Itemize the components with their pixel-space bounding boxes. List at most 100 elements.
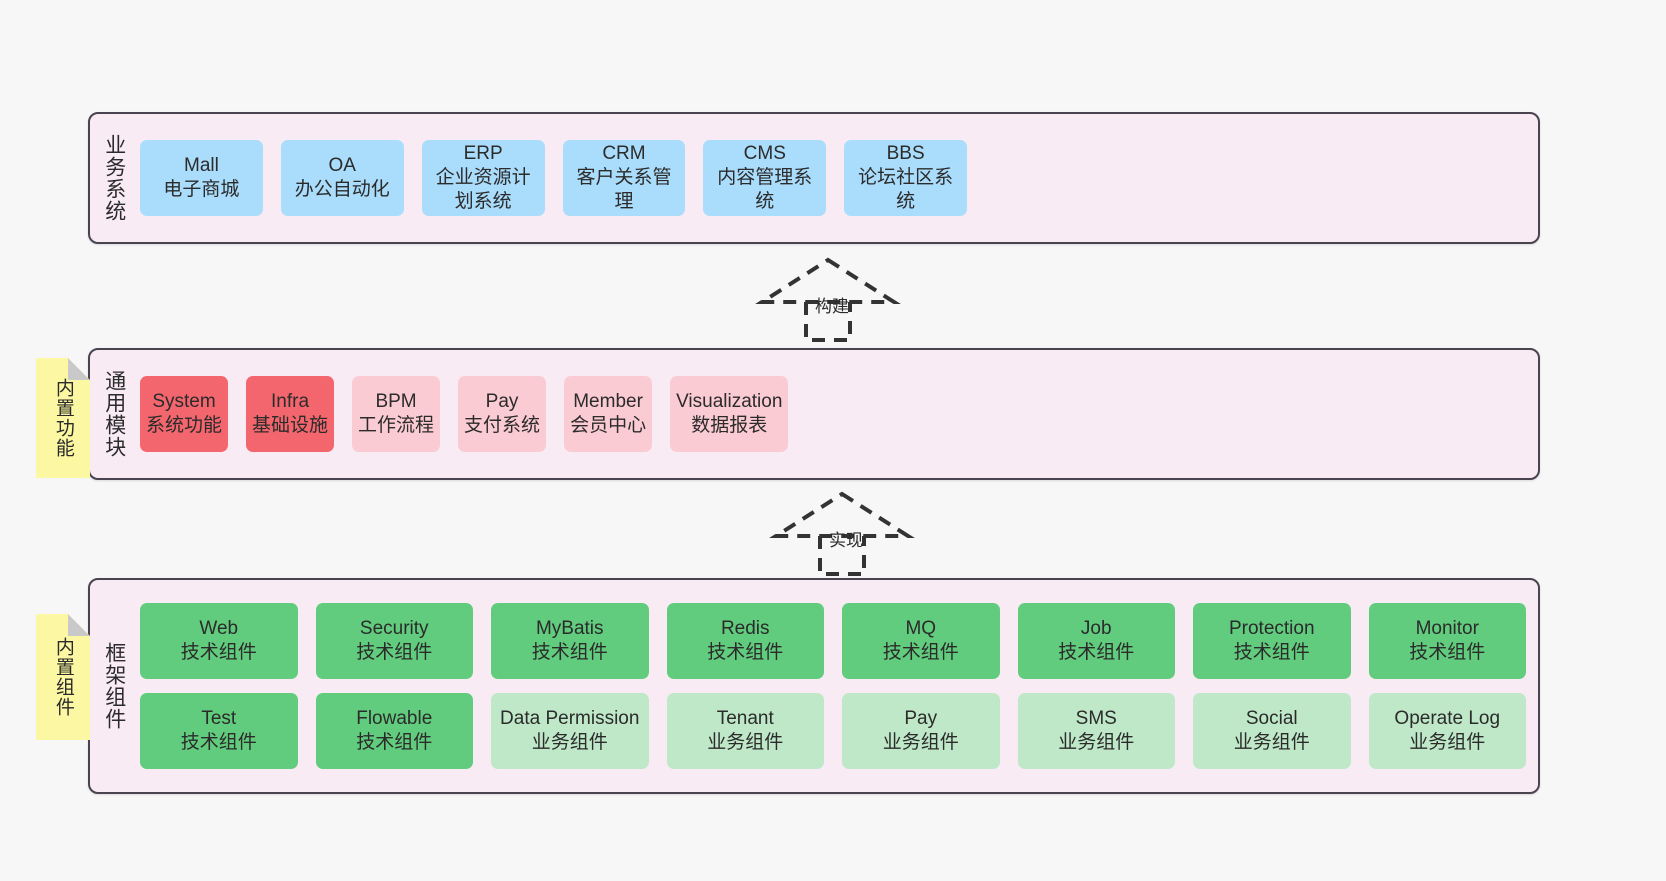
layer-framework-component-body: Web 技术组件 Security 技术组件 MyBatis 技术组件 Redi… <box>138 580 1538 792</box>
node-mq-subtitle: 技术组件 <box>882 642 959 663</box>
node-flowable-title: Flowable <box>356 707 433 729</box>
node-redis-title: Redis <box>720 617 770 639</box>
node-security[interactable]: Security 技术组件 <box>315 603 473 679</box>
node-infra[interactable]: Infra 基础设施 <box>246 376 335 452</box>
note-builtin-function-label: 内置功能 <box>52 378 74 458</box>
node-pay-component-title: Pay <box>904 707 938 729</box>
layer-common-module-title: 通用模块 <box>102 370 126 458</box>
node-monitor[interactable]: Monitor 技术组件 <box>1368 603 1526 679</box>
node-redis[interactable]: Redis 技术组件 <box>666 603 824 679</box>
node-oa[interactable]: OA 办公自动化 <box>280 140 404 216</box>
node-data-permission[interactable]: Data Permission 业务组件 <box>491 693 649 769</box>
node-system[interactable]: System 系统功能 <box>140 376 229 452</box>
node-social[interactable]: Social 业务组件 <box>1193 693 1351 769</box>
node-bpm-subtitle: 工作流程 <box>358 415 435 436</box>
node-job[interactable]: Job 技术组件 <box>1017 603 1175 679</box>
node-infra-title: Infra <box>271 390 310 412</box>
node-sms-subtitle: 业务组件 <box>1058 732 1135 753</box>
node-web-subtitle: 技术组件 <box>180 642 257 663</box>
node-flowable-subtitle: 技术组件 <box>356 732 433 753</box>
business-system-row: Mall 电子商城 OA 办公自动化 ERP 企业资源计划系统 CRM 客户关系… <box>140 140 968 216</box>
layer-common-module-body: System 系统功能 Infra 基础设施 BPM 工作流程 Pay 支付系统… <box>138 376 800 452</box>
node-monitor-title: Monitor <box>1415 617 1479 639</box>
node-tenant-title: Tenant <box>716 707 774 729</box>
node-mybatis-subtitle: 技术组件 <box>531 642 608 663</box>
node-social-title: Social <box>1245 707 1298 729</box>
node-crm-subtitle: 客户关系管理 <box>576 166 672 213</box>
node-mybatis-title: MyBatis <box>535 617 604 639</box>
node-social-subtitle: 业务组件 <box>1233 732 1310 753</box>
node-cms-title: CMS <box>743 142 786 164</box>
node-bbs-title: BBS <box>886 142 925 164</box>
node-mq[interactable]: MQ 技术组件 <box>842 603 1000 679</box>
framework-business-row: Test 技术组件 Flowable 技术组件 Data Permission … <box>140 693 1526 769</box>
generalization-arrow-implement-glyph <box>769 491 915 576</box>
node-pay-component[interactable]: Pay 业务组件 <box>842 693 1000 769</box>
node-operate-log-title: Operate Log <box>1394 707 1501 729</box>
node-pay-component-subtitle: 业务组件 <box>882 732 959 753</box>
node-erp[interactable]: ERP 企业资源计划系统 <box>421 140 545 216</box>
node-redis-subtitle: 技术组件 <box>707 642 784 663</box>
framework-tech-row: Web 技术组件 Security 技术组件 MyBatis 技术组件 Redi… <box>140 603 1526 679</box>
node-erp-subtitle: 企业资源计划系统 <box>435 166 531 213</box>
node-cms-subtitle: 内容管理系统 <box>717 166 813 213</box>
node-system-subtitle: 系统功能 <box>146 415 223 436</box>
node-mybatis[interactable]: MyBatis 技术组件 <box>491 603 649 679</box>
node-test-title: Test <box>201 707 237 729</box>
node-bpm[interactable]: BPM 工作流程 <box>352 376 441 452</box>
node-web[interactable]: Web 技术组件 <box>140 603 298 679</box>
node-data-permission-subtitle: 业务组件 <box>531 732 608 753</box>
node-operate-log-subtitle: 业务组件 <box>1409 732 1486 753</box>
node-pay-module-title: Pay <box>485 390 519 412</box>
layer-business-system-body: Mall 电子商城 OA 办公自动化 ERP 企业资源计划系统 CRM 客户关系… <box>138 140 979 216</box>
node-security-subtitle: 技术组件 <box>356 642 433 663</box>
node-test-subtitle: 技术组件 <box>180 732 257 753</box>
node-job-title: Job <box>1080 617 1112 639</box>
node-member-subtitle: 会员中心 <box>570 415 647 436</box>
note-builtin-component: 内置组件 <box>36 614 90 740</box>
node-mq-title: MQ <box>905 617 937 639</box>
node-sms-title: SMS <box>1075 707 1117 729</box>
node-protection[interactable]: Protection 技术组件 <box>1193 603 1351 679</box>
node-crm-title: CRM <box>602 142 646 164</box>
node-system-title: System <box>152 390 216 412</box>
node-bbs-subtitle: 论坛社区系统 <box>858 166 954 213</box>
node-sms[interactable]: SMS 业务组件 <box>1017 693 1175 769</box>
node-erp-title: ERP <box>463 142 503 164</box>
node-protection-subtitle: 技术组件 <box>1233 642 1310 663</box>
node-web-title: Web <box>199 617 239 639</box>
node-visualization[interactable]: Visualization 数据报表 <box>670 376 789 452</box>
node-monitor-subtitle: 技术组件 <box>1409 642 1486 663</box>
common-module-row: System 系统功能 Infra 基础设施 BPM 工作流程 Pay 支付系统… <box>140 376 789 452</box>
layer-framework-component: 框架组件 Web 技术组件 Security 技术组件 MyBatis 技术组件… <box>88 578 1540 794</box>
node-mall-title: Mall <box>184 154 219 176</box>
node-bbs[interactable]: BBS 论坛社区系统 <box>844 140 968 216</box>
node-pay-module[interactable]: Pay 支付系统 <box>458 376 547 452</box>
generalization-arrow-implement-label: 实现 <box>829 531 863 550</box>
node-oa-subtitle: 办公自动化 <box>294 179 390 200</box>
node-operate-log[interactable]: Operate Log 业务组件 <box>1368 693 1526 769</box>
generalization-arrow-build-glyph <box>755 257 901 342</box>
note-builtin-function: 内置功能 <box>36 358 90 478</box>
node-data-permission-title: Data Permission <box>500 707 640 729</box>
note-fold-corner-icon <box>68 614 90 636</box>
generalization-arrow-build: 构建 <box>755 256 901 342</box>
layer-framework-component-title: 框架组件 <box>102 642 126 730</box>
node-mall[interactable]: Mall 电子商城 <box>140 140 263 216</box>
node-bpm-title: BPM <box>375 390 417 412</box>
node-flowable[interactable]: Flowable 技术组件 <box>315 693 473 769</box>
layer-business-system-title: 业务系统 <box>102 134 126 222</box>
node-member[interactable]: Member 会员中心 <box>564 376 653 452</box>
generalization-arrow-implement: 实现 <box>769 490 915 576</box>
node-test[interactable]: Test 技术组件 <box>140 693 298 769</box>
node-cms[interactable]: CMS 内容管理系统 <box>703 140 827 216</box>
node-visualization-title: Visualization <box>676 390 783 412</box>
node-mall-subtitle: 电子商城 <box>163 179 240 200</box>
node-member-title: Member <box>573 390 643 412</box>
node-tenant[interactable]: Tenant 业务组件 <box>666 693 824 769</box>
generalization-arrow-build-label: 构建 <box>815 297 849 316</box>
node-crm[interactable]: CRM 客户关系管理 <box>562 140 686 216</box>
note-builtin-component-label: 内置组件 <box>52 637 74 717</box>
node-pay-module-subtitle: 支付系统 <box>464 415 541 436</box>
